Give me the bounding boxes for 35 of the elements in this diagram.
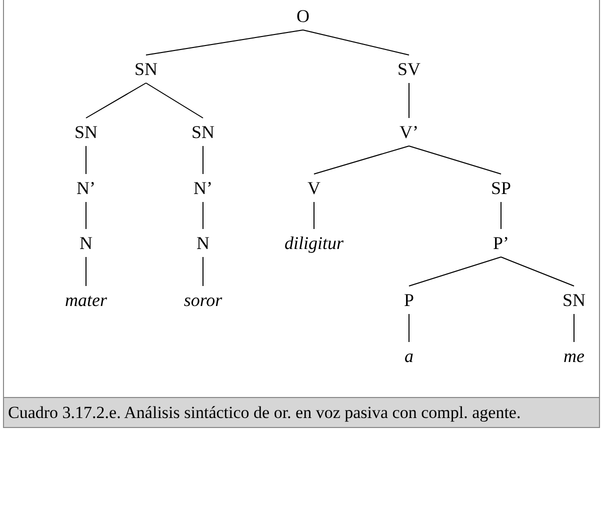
word-label: mater — [65, 290, 107, 310]
word-label: me — [564, 346, 584, 366]
tree-branch — [202, 256, 204, 286]
tree-branch — [146, 30, 304, 56]
tree-branch — [302, 30, 410, 56]
tree-branch — [408, 146, 502, 174]
tree-branch — [500, 256, 574, 286]
caption: Cuadro 3.17.2.e. Análisis sintáctico de or. en voz pasiva con compl. agente. — [4, 397, 599, 427]
category-label: V’ — [400, 122, 418, 142]
word-label: diligitur — [284, 233, 344, 253]
tree-branch — [202, 146, 204, 174]
category-label: N’ — [76, 178, 96, 198]
category-label: SV — [398, 59, 420, 79]
category-label: N — [80, 233, 92, 253]
tree-branch — [86, 82, 146, 118]
category-label: O — [296, 6, 310, 26]
tree-branch — [408, 256, 502, 286]
category-label: SN — [134, 59, 158, 79]
category-label: SN — [562, 290, 586, 310]
category-label: N’ — [194, 178, 212, 198]
tree-branch — [314, 146, 410, 174]
category-label: V — [308, 178, 320, 198]
category-label: SN — [192, 122, 214, 142]
word-label: soror — [184, 290, 222, 310]
tree-branch — [202, 202, 204, 230]
category-label: N — [196, 233, 210, 253]
tree-branch — [408, 314, 410, 342]
category-label: SP — [490, 178, 512, 198]
tree-branch — [500, 202, 502, 230]
category-label: P’ — [493, 233, 509, 253]
word-label: a — [404, 346, 414, 366]
category-label: P — [404, 290, 414, 310]
tree-branch — [146, 82, 204, 118]
category-label: SN — [74, 122, 98, 142]
tree-branch — [408, 82, 410, 118]
